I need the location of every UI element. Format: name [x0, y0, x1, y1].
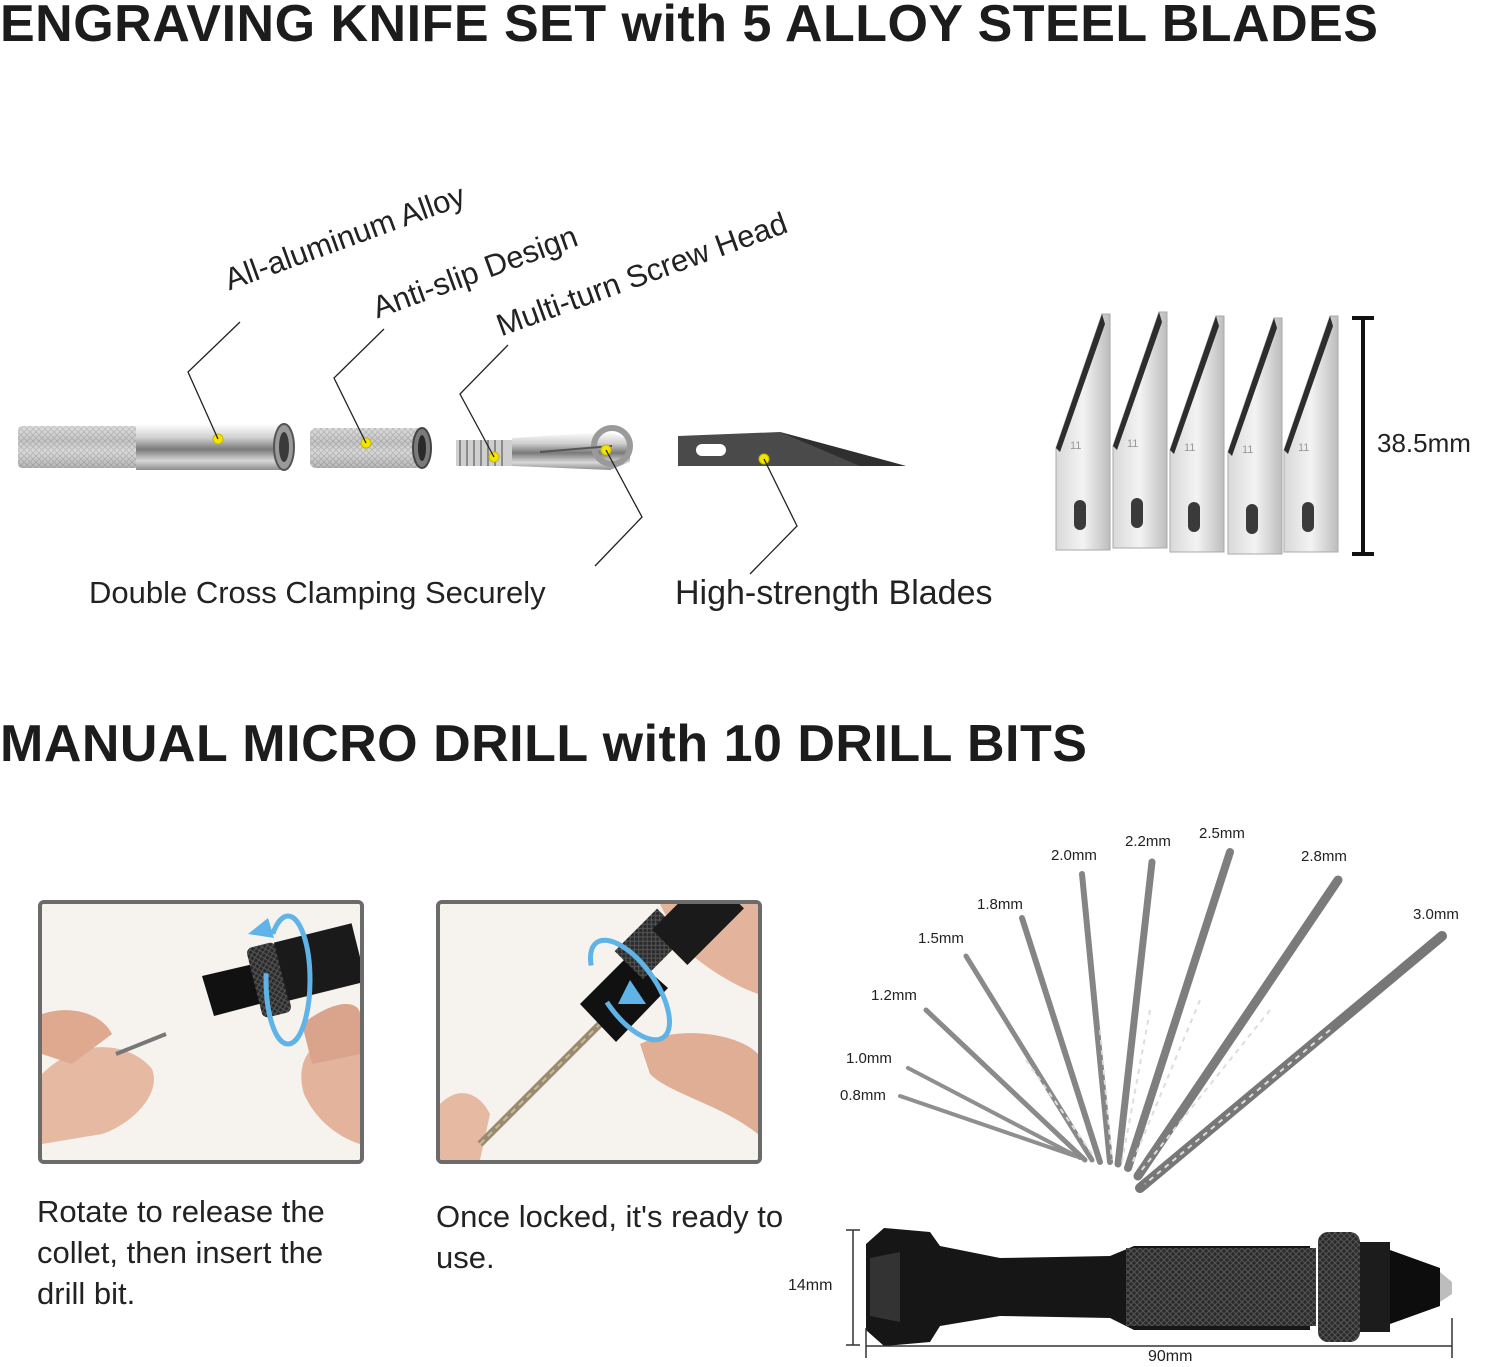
callout-blades: High-strength Blades — [675, 574, 993, 612]
blade-number-4: 11 — [1242, 444, 1254, 456]
step1-caption: Rotate to release the collet, then inser… — [37, 1194, 325, 1311]
blade-number-1: 11 — [1070, 440, 1082, 452]
drill-diameter-label: 14mm — [788, 1277, 833, 1294]
knife-blade-single — [678, 432, 906, 466]
step2-photo — [436, 900, 762, 1164]
callout-clamping: Double Cross Clamping Securely — [89, 575, 546, 610]
knife-handle — [18, 423, 295, 471]
bit-label-3.0: 3.0mm — [1413, 906, 1459, 923]
bit-label-1.2: 1.2mm — [871, 987, 917, 1004]
blade-number-3: 11 — [1184, 442, 1196, 454]
bit-label-1.5: 1.5mm — [918, 930, 964, 947]
bit-label-2.2: 2.2mm — [1125, 833, 1171, 850]
knife-sleeve — [310, 427, 432, 469]
bit-label-0.8: 0.8mm — [840, 1087, 886, 1104]
leader-lines — [187, 321, 798, 575]
blade-number-2: 11 — [1127, 438, 1139, 450]
bit-label-2.5: 2.5mm — [1199, 825, 1245, 842]
blade-dimension-bar — [1352, 316, 1374, 556]
drill-dimensions — [846, 1229, 1453, 1358]
blade-set — [1055, 311, 1339, 555]
step1-photo — [38, 900, 364, 1164]
step2-caption: Once locked, it's ready to use. — [436, 1199, 784, 1275]
bit-label-1.8: 1.8mm — [977, 896, 1023, 913]
blade-number-5: 11 — [1298, 442, 1310, 454]
bit-label-2.0: 2.0mm — [1051, 847, 1097, 864]
knife-section-title: ENGRAVING KNIFE SET with 5 ALLOY STEEL B… — [0, 0, 1379, 53]
pin-vise — [866, 1228, 1452, 1346]
bit-label-1.0: 1.0mm — [846, 1050, 892, 1067]
drill-section-title: MANUAL MICRO DRILL with 10 DRILL BITS — [0, 715, 1088, 773]
drill-length-label: 90mm — [1148, 1348, 1193, 1365]
knife-screw-head — [456, 425, 633, 470]
bit-label-2.8: 2.8mm — [1301, 848, 1347, 865]
blade-length-label: 38.5mm — [1377, 428, 1471, 458]
